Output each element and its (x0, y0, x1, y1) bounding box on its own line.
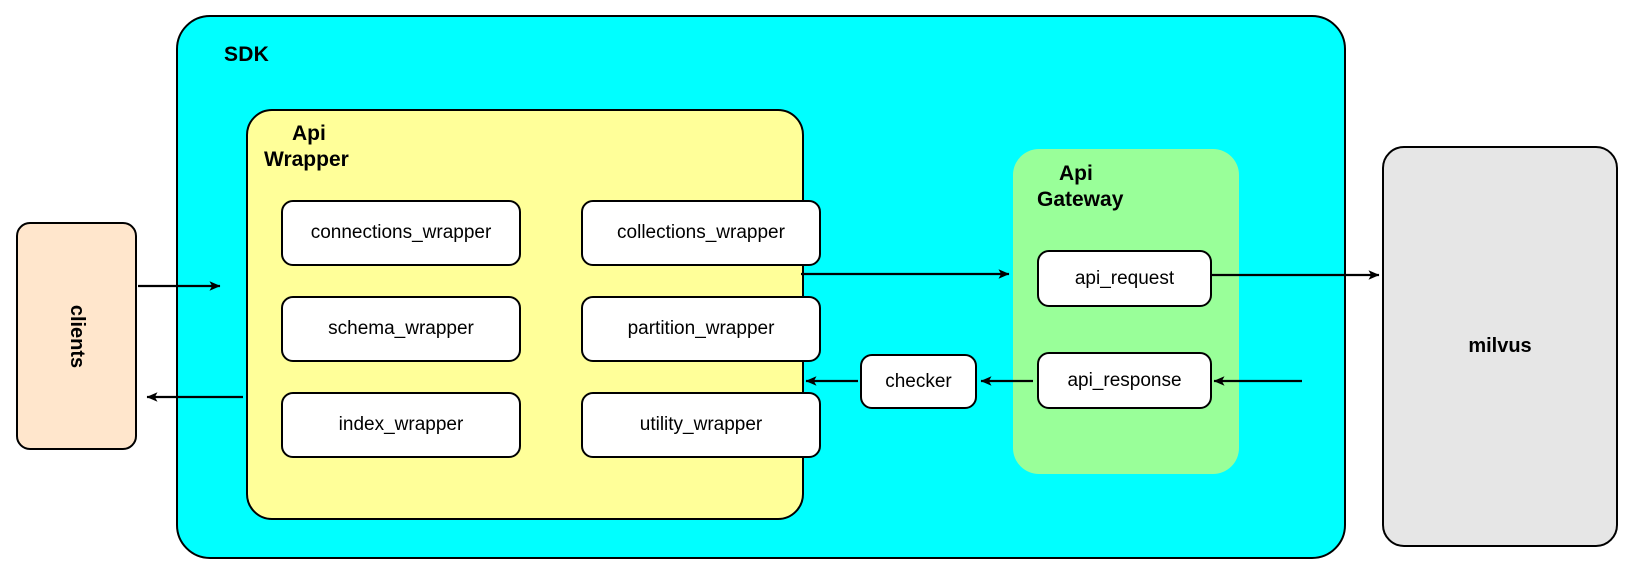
node-api-response[interactable]: api_response (1037, 352, 1212, 409)
node-utility-wrapper[interactable]: utility_wrapper (581, 392, 821, 458)
clients-label: clients (65, 304, 88, 368)
api-gateway-label: Api Gateway (1037, 161, 1177, 212)
clients-box[interactable]: clients (16, 222, 137, 450)
milvus-label: milvus (1468, 335, 1532, 357)
api-gateway-container[interactable]: Api Gateway api_request api_response (1013, 149, 1239, 474)
api-wrapper-label-line1: Api (292, 122, 326, 145)
sdk-label: SDK (224, 43, 269, 66)
node-connections-wrapper[interactable]: connections_wrapper (281, 200, 521, 266)
api-wrapper-label: Api Wrapper (264, 121, 394, 172)
node-api-request[interactable]: api_request (1037, 250, 1212, 307)
api-wrapper-container[interactable]: Api Wrapper connections_wrapper collecti… (246, 109, 821, 520)
sdk-container[interactable]: SDK Api Wrapper connections_wrapper coll… (176, 15, 1346, 559)
node-schema-wrapper[interactable]: schema_wrapper (281, 296, 521, 362)
api-gateway-label-line2: Gateway (1037, 187, 1124, 211)
api-gateway-label-line1: Api (1059, 162, 1093, 185)
node-collections-wrapper[interactable]: collections_wrapper (581, 200, 821, 266)
api-wrapper-label-line2: Wrapper (264, 147, 349, 171)
milvus-box[interactable]: milvus (1382, 146, 1618, 547)
node-index-wrapper[interactable]: index_wrapper (281, 392, 521, 458)
node-checker[interactable]: checker (860, 354, 977, 409)
node-partition-wrapper[interactable]: partition_wrapper (581, 296, 821, 362)
